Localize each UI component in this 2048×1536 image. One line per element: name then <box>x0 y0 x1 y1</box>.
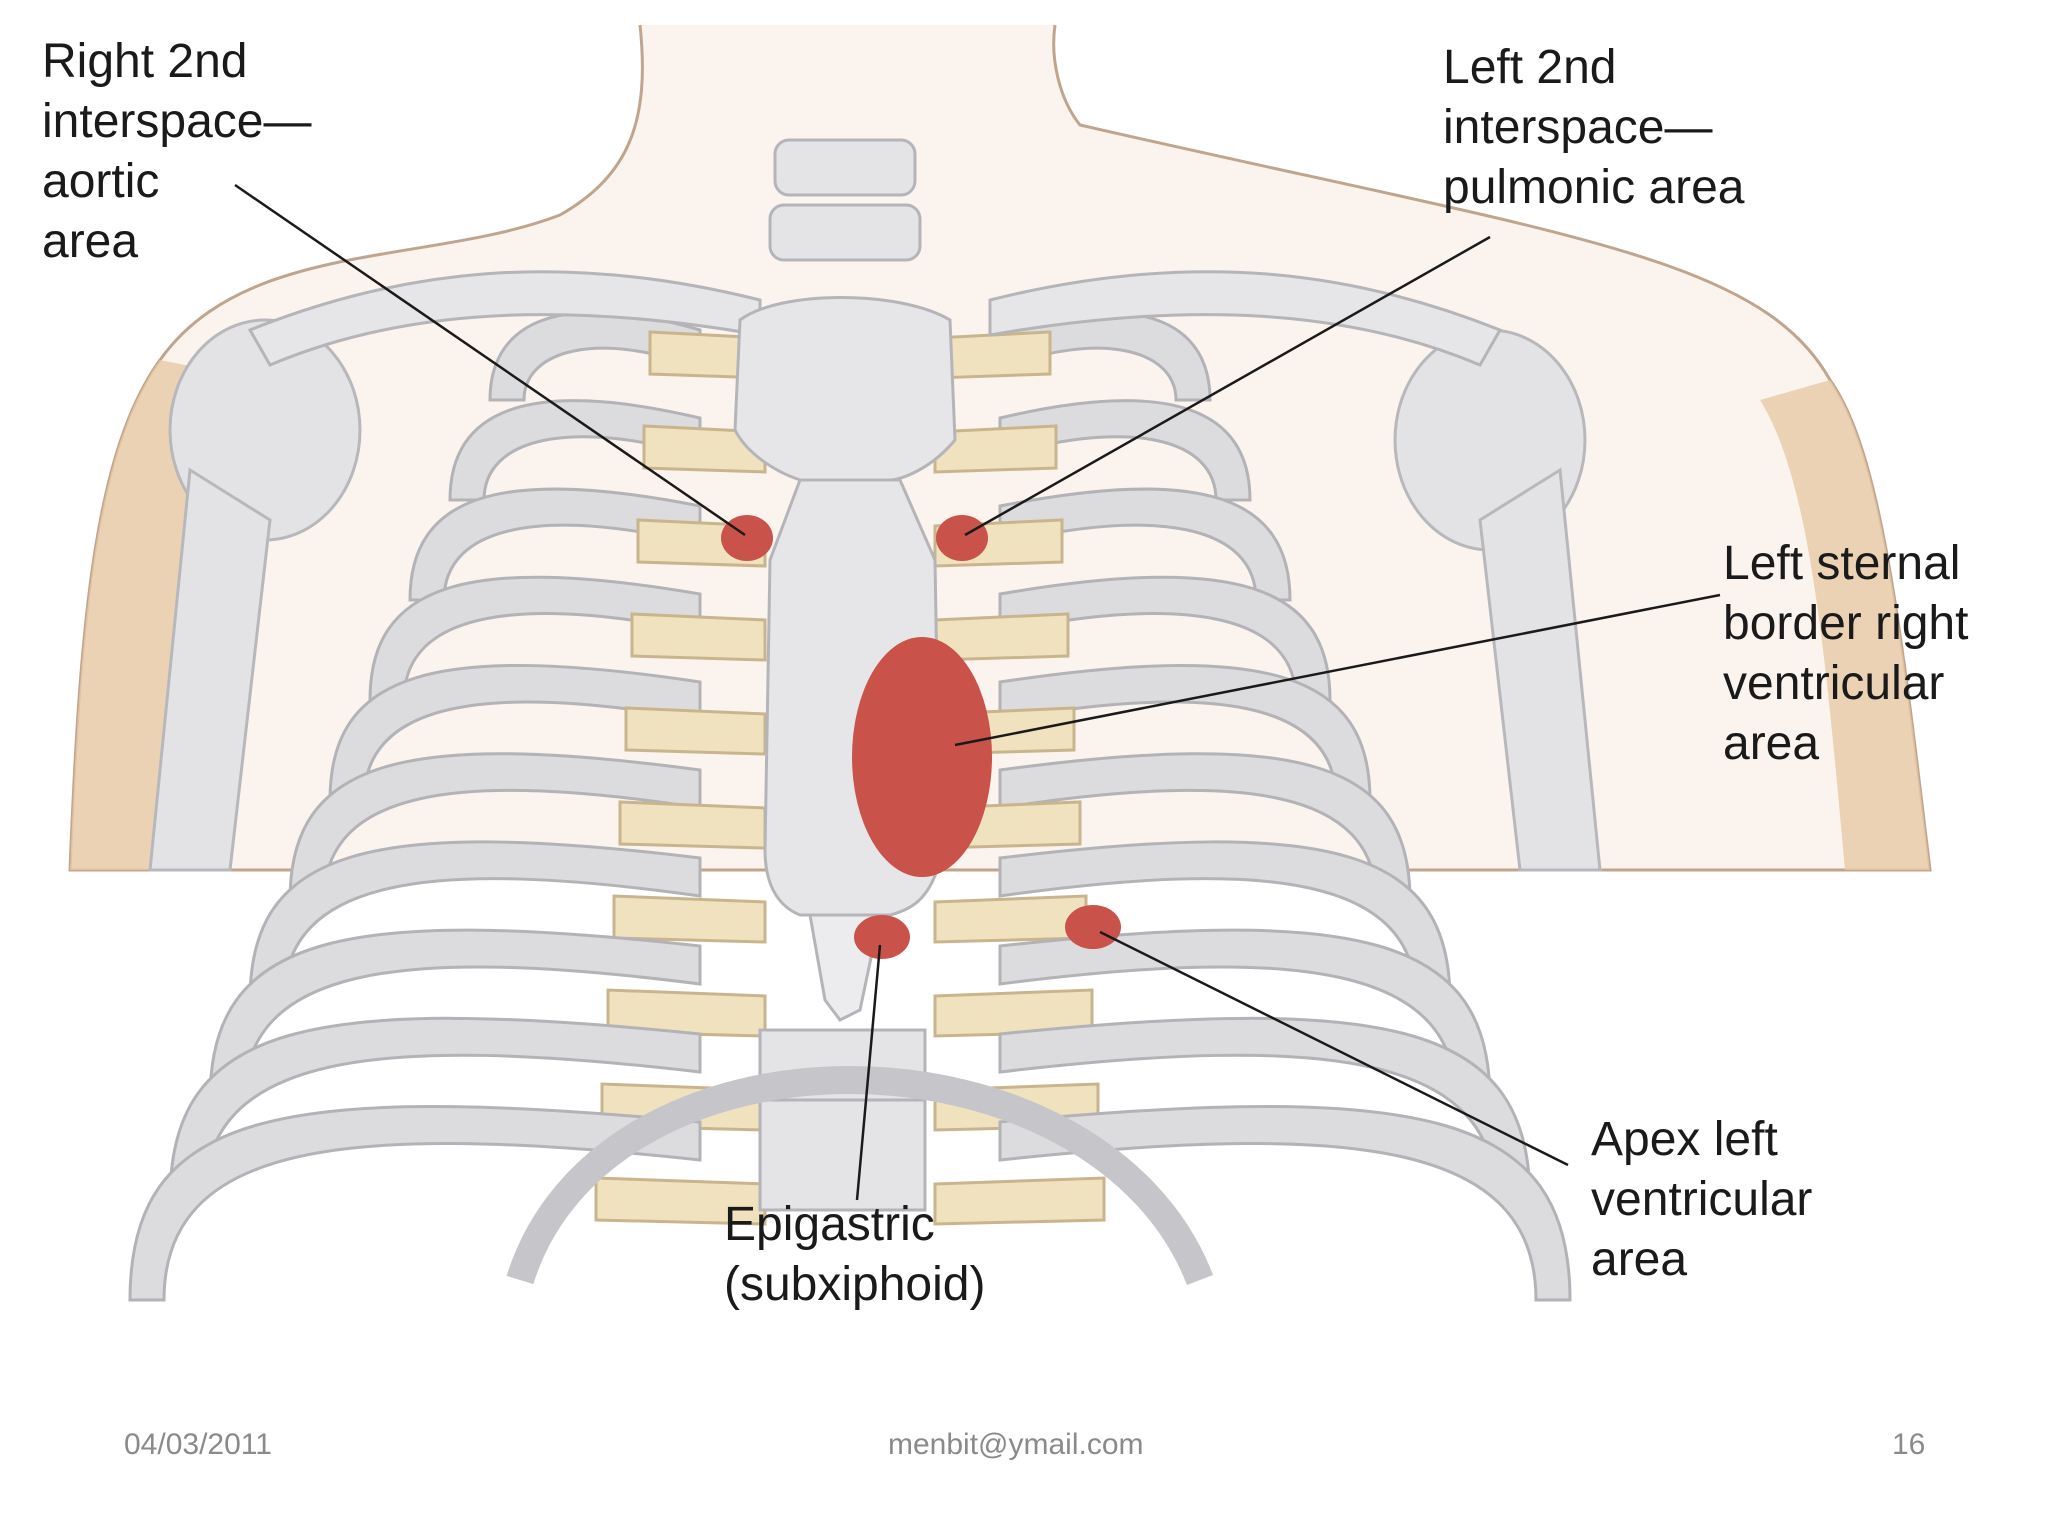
label-line: border right <box>1723 597 1969 650</box>
aortic-leader <box>234 183 746 537</box>
label-line: interspace— <box>1443 101 1713 154</box>
costal-cartilage <box>933 894 1088 944</box>
costal-cartilage <box>630 612 767 662</box>
label-line: interspace— <box>42 95 312 148</box>
label-line: pulmonic area <box>1443 161 1745 214</box>
label-line: Right 2nd <box>42 35 248 88</box>
label-aortic-area: Right 2nd interspace— aortic area <box>42 32 311 272</box>
label-line: (subxiphoid) <box>724 1258 986 1311</box>
epigastric-marker <box>854 915 910 959</box>
label-line: Apex left <box>1591 1113 1778 1166</box>
aortic-marker <box>721 515 773 561</box>
rib <box>998 399 1252 502</box>
rib <box>998 1105 1572 1302</box>
right-ventricular-marker <box>852 637 992 877</box>
label-line: area <box>1723 717 1820 770</box>
label-line: Left 2nd <box>1443 41 1617 94</box>
costal-cartilage <box>612 894 767 944</box>
rib <box>998 487 1292 602</box>
footer-date: 04/03/2011 <box>124 1428 272 1461</box>
label-right-ventricular-area: Left sternal border right ventricular ar… <box>1723 534 1968 774</box>
label-line: aortic <box>42 155 160 208</box>
label-line: Epigastric <box>724 1198 935 1251</box>
footer-email: menbit@ymail.com <box>888 1428 1144 1461</box>
lower-arch <box>506 1065 1214 1286</box>
costal-cartilage <box>618 800 767 850</box>
rib <box>408 487 702 602</box>
epigastric-leader <box>855 944 882 1201</box>
costal-cartilage <box>933 1176 1106 1226</box>
clavicles <box>247 270 1503 367</box>
rib <box>128 1105 702 1302</box>
label-line: area <box>42 215 139 268</box>
label-line: Left sternal <box>1723 537 1961 590</box>
label-line: ventricular <box>1723 657 1945 710</box>
rib-cage <box>128 310 1572 1302</box>
shoulder-joints <box>148 318 1602 872</box>
rib <box>448 399 702 502</box>
label-apex-area: Apex left ventricular area <box>1591 1110 1812 1290</box>
right-ventricular-leader <box>954 593 1721 747</box>
apex-leader <box>1099 930 1569 1167</box>
apex-marker <box>1065 905 1121 949</box>
pulmonic-marker <box>936 515 988 561</box>
label-epigastric-area: Epigastric (subxiphoid) <box>724 1195 985 1315</box>
label-line: area <box>1591 1233 1688 1286</box>
label-pulmonic-area: Left 2nd interspace— pulmonic area <box>1443 38 1745 218</box>
label-line: ventricular <box>1591 1173 1813 1226</box>
costal-cartilage <box>624 706 767 756</box>
pulmonic-leader <box>964 235 1491 537</box>
leader-lines <box>234 183 1721 1201</box>
footer-page-number: 16 <box>1892 1428 1926 1461</box>
auscultation-markers <box>721 515 1121 959</box>
